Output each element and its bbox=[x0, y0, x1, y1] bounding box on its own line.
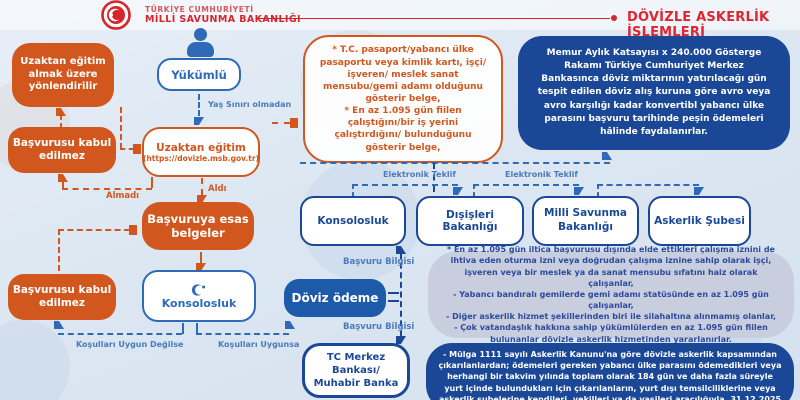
connector bbox=[201, 178, 203, 195]
institution-recruitment-office-label: Askerlik Şubesi bbox=[654, 215, 745, 227]
header-bar bbox=[0, 0, 800, 30]
connector bbox=[473, 184, 475, 197]
redirect-remote-education-label: Uzaktan eğitim almak üzere yönlendirilir bbox=[20, 56, 106, 93]
ministry-name-line2: MİLLİ SAVUNMA BAKANLIĞI bbox=[145, 14, 301, 25]
arrow-up-icon bbox=[58, 174, 68, 182]
connector bbox=[597, 184, 599, 197]
consulate-flow-box: Konsolosluk bbox=[142, 270, 256, 322]
person-icon bbox=[194, 28, 207, 41]
age-limit-label: Yaş Sınırı olmadan bbox=[208, 100, 292, 109]
connector bbox=[58, 229, 60, 271]
documents-note-text: * T.C. pasaport/yabancı ülke pasaportu v… bbox=[319, 45, 487, 153]
application-rejected-label-2: Başvurusu kabul edilmez bbox=[12, 283, 112, 309]
base-documents-label: Başvuruya esas belgeler bbox=[147, 211, 249, 240]
arrow-down-icon bbox=[194, 117, 204, 125]
eligible-label: Koşulları Uygunsa bbox=[218, 340, 300, 349]
connector bbox=[120, 107, 122, 149]
connector bbox=[388, 300, 399, 302]
arrow-right-icon bbox=[133, 144, 141, 154]
base-documents-box: Başvuruya esas belgeler bbox=[142, 202, 254, 250]
payment-rule-text: Memur Aylık Katsayısı x 240.000 Gösterge… bbox=[537, 48, 771, 137]
ministry-name-line1: TÜRKİYE CUMHURİYETİ bbox=[145, 5, 254, 14]
not-took-label: Almadı bbox=[106, 191, 140, 201]
person-icon-body bbox=[187, 42, 214, 57]
institution-consulate-box: Konsolosluk bbox=[300, 196, 406, 246]
connector bbox=[182, 323, 184, 334]
remote-education-url[interactable]: (https://dovizle.msb.gov.tr) bbox=[143, 153, 259, 163]
arrow-down-icon bbox=[396, 336, 406, 344]
connector bbox=[473, 184, 579, 186]
institution-defense-ministry-box: Milli Savunma Bakanlığı bbox=[532, 196, 639, 246]
connector bbox=[62, 180, 64, 189]
application-rejected-box-1: Başvurusu kabul edilmez bbox=[8, 127, 116, 173]
application-rejected-label-1: Başvurusu kabul edilmez bbox=[12, 136, 112, 162]
institution-consulate-label: Konsolosluk bbox=[317, 215, 389, 227]
institution-defense-ministry-label: Milli Savunma Bakanlığı bbox=[544, 207, 627, 233]
connector bbox=[58, 333, 182, 335]
currency-payment-box: Döviz ödeme bbox=[284, 279, 386, 317]
documents-note-panel: * T.C. pasaport/yabancı ülke pasaportu v… bbox=[303, 35, 503, 163]
electronic-offer-label-2: Elektronik Teklif bbox=[505, 170, 578, 179]
legacy-law-text: - Mülga 1111 sayılı Askerlik Kanunu'na g… bbox=[438, 350, 782, 400]
obligor-box: Yükümlü bbox=[157, 58, 241, 91]
connector bbox=[388, 292, 399, 294]
connector bbox=[433, 163, 435, 192]
arrow-down-icon bbox=[196, 263, 206, 271]
arrow-down-icon bbox=[694, 187, 704, 195]
connector bbox=[200, 252, 202, 264]
crescent-star-icon bbox=[191, 283, 206, 296]
arrow-right-icon bbox=[290, 118, 298, 128]
obligor-label: Yükümlü bbox=[171, 67, 227, 82]
institution-foreign-ministry-box: Dışişleri Bakanlığı bbox=[416, 196, 524, 246]
watermark bbox=[0, 320, 70, 400]
remote-education-title: Uzaktan eğitim bbox=[156, 141, 246, 154]
eligibility-text: * En az 1.095 gün iltica başvurusu dışın… bbox=[445, 245, 777, 344]
arrow-down-icon bbox=[197, 195, 207, 203]
eligibility-panel: * En az 1.095 gün iltica başvurusu dışın… bbox=[428, 245, 794, 344]
consulate-flow-label: Konsolosluk bbox=[161, 296, 237, 310]
arrow-up-icon bbox=[285, 321, 295, 329]
central-bank-box: TC Merkez Bankası/ Muhabir Banka bbox=[302, 343, 410, 398]
connector bbox=[196, 333, 289, 335]
connector bbox=[352, 184, 354, 197]
connector bbox=[62, 188, 152, 190]
payment-rule-panel: Memur Aylık Katsayısı x 240.000 Gösterge… bbox=[518, 36, 790, 150]
electronic-offer-label-1: Elektronik Teklif bbox=[383, 170, 456, 179]
not-eligible-label: Koşulları Uygun Değilse bbox=[76, 340, 184, 349]
connector bbox=[352, 184, 458, 186]
arrow-right-icon bbox=[129, 225, 137, 235]
legacy-law-panel: - Mülga 1111 sayılı Askerlik Kanunu'na g… bbox=[426, 343, 794, 400]
connector bbox=[597, 184, 699, 186]
arrow-up-icon bbox=[54, 321, 64, 329]
arrow-up-icon bbox=[56, 108, 66, 116]
connector bbox=[400, 253, 402, 336]
header-rule bbox=[258, 18, 610, 19]
institution-foreign-ministry-label: Dışişleri Bakanlığı bbox=[442, 209, 498, 233]
connector bbox=[198, 94, 200, 116]
took-label: Aldı bbox=[208, 184, 227, 194]
connector bbox=[151, 177, 153, 188]
currency-payment-label: Döviz ödeme bbox=[291, 291, 379, 305]
connector bbox=[120, 148, 134, 150]
remote-education-box: Uzaktan eğitim (https://dovizle.msb.gov.… bbox=[142, 127, 260, 177]
application-info-label-1: Başvuru Bilgisi bbox=[343, 257, 415, 267]
application-info-label-2: Başvuru Bilgisi bbox=[343, 322, 415, 332]
arrow-down-icon bbox=[453, 187, 463, 195]
redirect-remote-education-box: Uzaktan eğitim almak üzere yönlendirilir bbox=[12, 43, 114, 107]
arrow-up-icon bbox=[602, 152, 612, 160]
institution-recruitment-office-box: Askerlik Şubesi bbox=[648, 196, 751, 246]
header-bullet bbox=[611, 15, 617, 21]
central-bank-label: TC Merkez Bankası/ Muhabir Banka bbox=[313, 352, 399, 389]
application-rejected-box-2: Başvurusu kabul edilmez bbox=[8, 274, 116, 320]
msb-logo-icon bbox=[101, 0, 131, 30]
connector bbox=[58, 229, 130, 231]
arrow-down-icon bbox=[574, 187, 584, 195]
arrow-up-icon bbox=[396, 246, 406, 254]
connector bbox=[300, 162, 610, 164]
connector bbox=[272, 122, 290, 124]
connector bbox=[60, 115, 62, 128]
connector bbox=[196, 323, 198, 334]
